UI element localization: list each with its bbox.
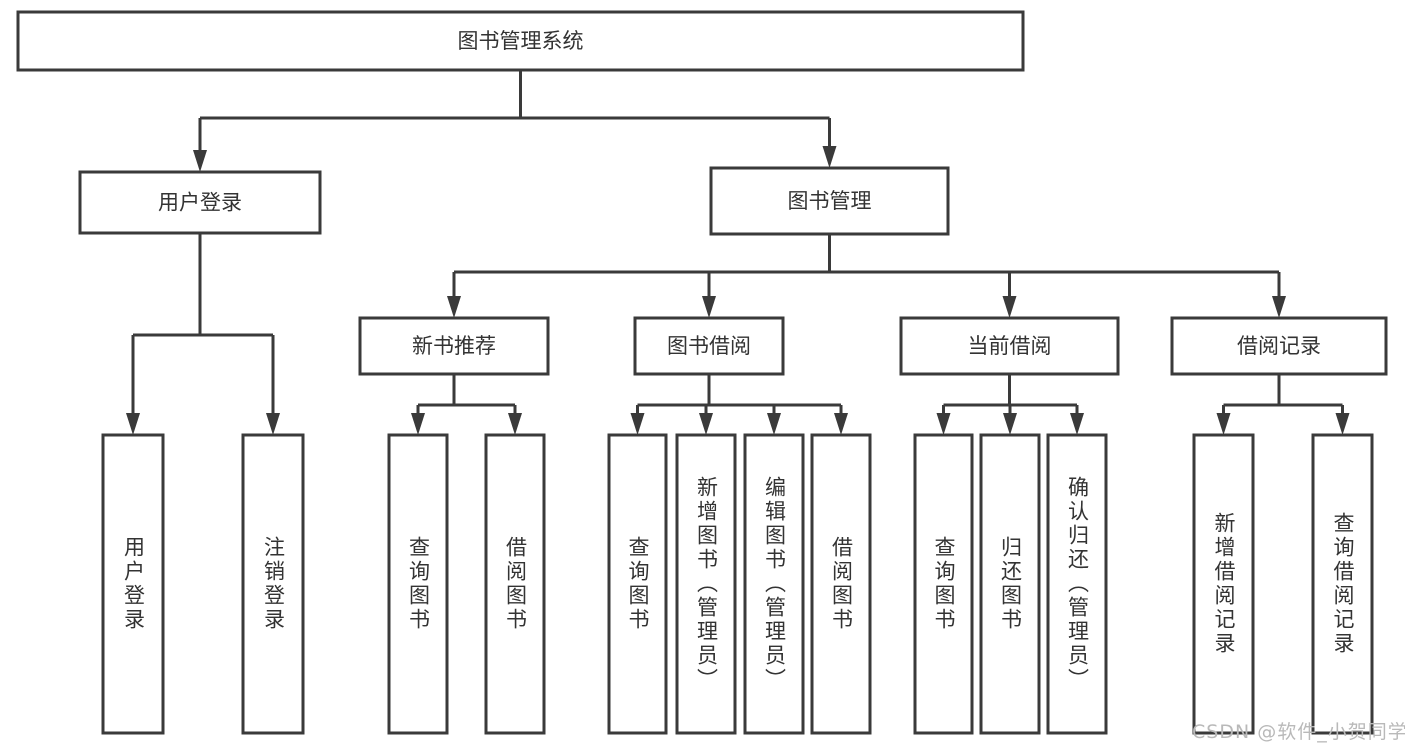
- csdn-watermark: CSDN @软件_小贺同学: [1192, 721, 1405, 743]
- arrow-to-leaf-query-book-3: [936, 413, 951, 435]
- node-new-book-recommend[interactable]: [358, 316, 550, 376]
- arrow-to-leaf-add-record: [1216, 413, 1231, 435]
- node-box-layer: [16, 10, 1388, 735]
- arrow-to-new-book-recommend: [447, 296, 461, 318]
- leaf-leaf-confirm-return[interactable]: [1046, 433, 1108, 735]
- leaf-leaf-add-record[interactable]: [1192, 433, 1255, 735]
- leaf-leaf-query-book-3[interactable]: [913, 433, 974, 735]
- arrow-to-book-borrow: [702, 296, 716, 318]
- node-label-new-book-recommend: 新书推荐: [412, 334, 496, 358]
- node-book-borrow[interactable]: [633, 316, 785, 376]
- node-book-manage[interactable]: [709, 166, 950, 236]
- arrow-to-current-borrow: [1002, 296, 1017, 318]
- node-label-user-login: 用户登录: [158, 191, 242, 215]
- node-label-current-borrow: 当前借阅: [968, 334, 1052, 358]
- arrow-to-leaf-query-book-1: [411, 413, 425, 435]
- arrow-to-leaf-query-record: [1335, 413, 1350, 435]
- arrow-to-leaf-user-logout: [266, 413, 280, 435]
- node-root[interactable]: [16, 10, 1025, 72]
- node-borrow-record[interactable]: [1170, 316, 1388, 376]
- leaf-leaf-return-book[interactable]: [979, 433, 1041, 735]
- leaf-leaf-query-book-1[interactable]: [387, 433, 449, 735]
- arrow-to-leaf-add-book: [699, 413, 713, 435]
- arrow-to-leaf-confirm-return: [1070, 413, 1084, 435]
- node-label-book-manage: 图书管理: [788, 189, 872, 213]
- arrow-to-leaf-edit-book: [767, 413, 781, 435]
- node-label-borrow-record: 借阅记录: [1237, 334, 1321, 358]
- arrow-to-leaf-return-book: [1003, 413, 1017, 435]
- leaf-leaf-query-record[interactable]: [1311, 433, 1374, 735]
- leaf-leaf-add-book[interactable]: [675, 433, 737, 735]
- leaf-leaf-user-logout[interactable]: [241, 433, 305, 735]
- arrow-to-leaf-borrow-book-2: [834, 413, 848, 435]
- arrow-to-leaf-user-login: [126, 413, 140, 435]
- node-current-borrow[interactable]: [899, 316, 1120, 376]
- node-label-book-borrow: 图书借阅: [667, 334, 751, 358]
- node-user-login[interactable]: [78, 170, 322, 235]
- leaf-leaf-user-login[interactable]: [101, 433, 165, 735]
- leaf-leaf-query-book-2[interactable]: [607, 433, 668, 735]
- arrow-to-leaf-borrow-book-1: [508, 413, 522, 435]
- arrow-to-book-manage: [822, 146, 837, 168]
- leaf-leaf-borrow-book-2[interactable]: [810, 433, 872, 735]
- arrow-to-borrow-record: [1272, 296, 1286, 318]
- arrow-to-user-login: [193, 150, 207, 172]
- node-label-root: 图书管理系统: [458, 29, 584, 53]
- leaf-leaf-edit-book[interactable]: [743, 433, 805, 735]
- leaf-leaf-borrow-book-1[interactable]: [484, 433, 546, 735]
- connector-layer: [126, 70, 1350, 435]
- arrow-to-leaf-query-book-2: [630, 413, 645, 435]
